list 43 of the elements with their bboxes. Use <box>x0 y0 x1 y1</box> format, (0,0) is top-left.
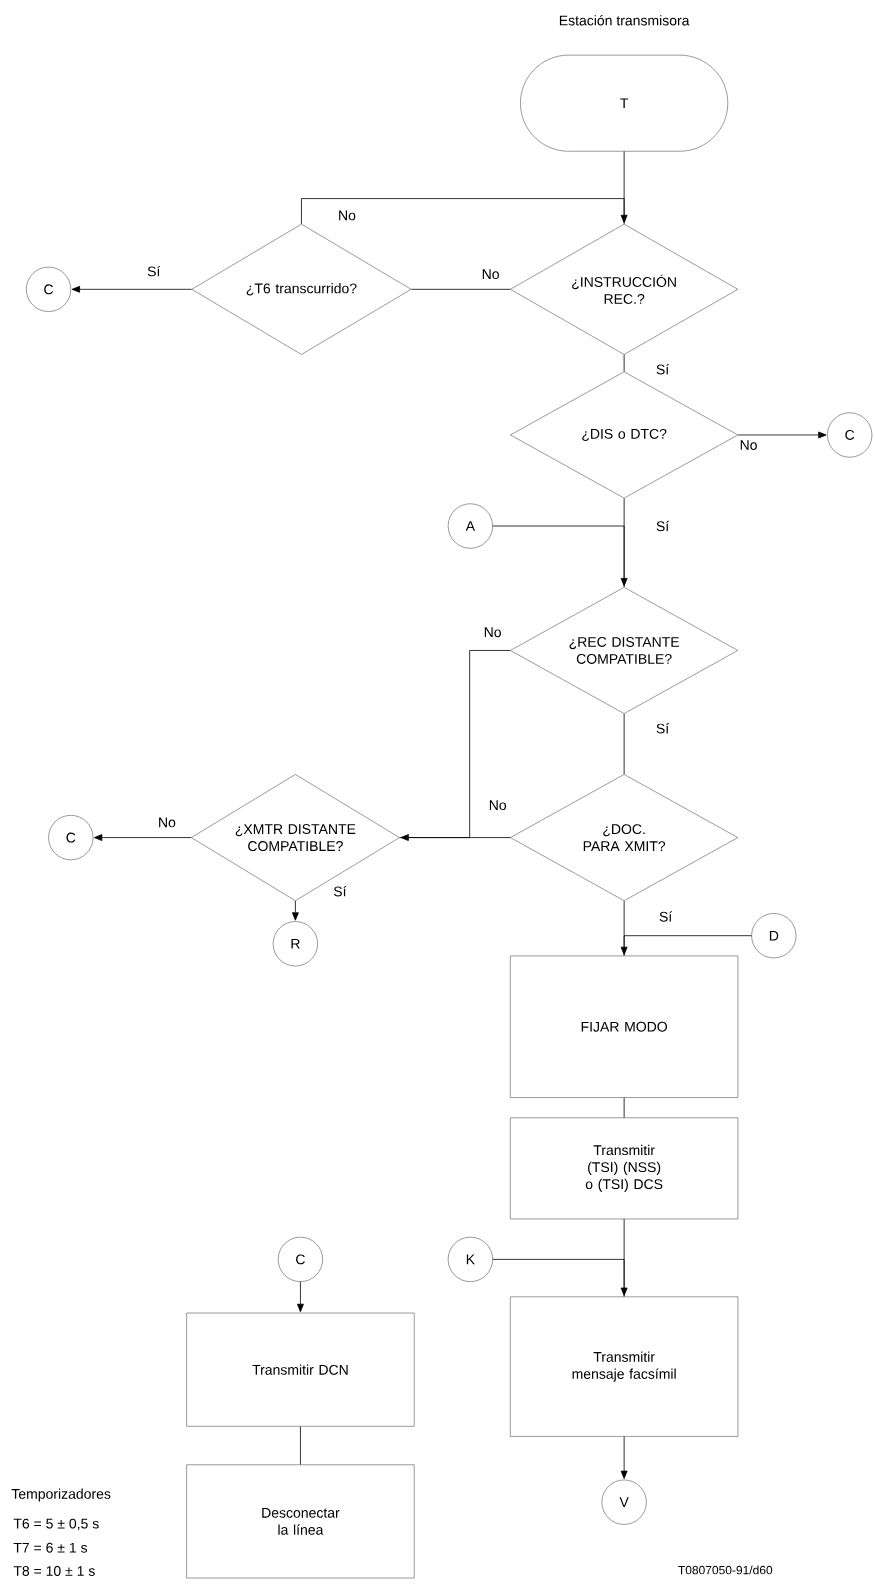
arrow <box>620 935 752 956</box>
edge-label: No <box>480 268 501 281</box>
edge-label: No <box>337 209 357 222</box>
process-box: FIJAR MODO <box>510 955 739 1098</box>
arrow <box>737 431 827 439</box>
edge-label: Sí <box>146 264 162 278</box>
connector-line <box>623 151 625 225</box>
connector-line <box>623 713 625 775</box>
arrow <box>620 1436 628 1479</box>
edge-label: Sí <box>654 519 671 533</box>
arrow <box>400 650 511 841</box>
connector-line <box>300 1426 301 1465</box>
connector-line <box>399 837 511 838</box>
connector-line <box>623 1097 625 1118</box>
arrow <box>291 900 299 921</box>
process-box: Desconectar la línea <box>186 1464 415 1579</box>
connector-line <box>411 288 511 290</box>
arrow <box>301 198 628 225</box>
edge-label: Sí <box>658 910 674 923</box>
arrow <box>71 285 192 293</box>
edge-label: No <box>482 626 503 639</box>
note-text: T8 = 10 ± 1 s <box>13 1566 95 1576</box>
connector-line <box>623 900 625 957</box>
figure-code: T0807050-91/d60 <box>678 1565 773 1575</box>
connector-line <box>623 1218 625 1298</box>
heading: Estación transmisora <box>559 15 690 26</box>
connector-line <box>623 498 625 588</box>
arrow <box>492 525 628 587</box>
arrow <box>492 1259 628 1296</box>
edge-label: No <box>738 439 759 451</box>
connector-line <box>623 354 625 372</box>
arrow <box>93 834 192 841</box>
edge-label: Sí <box>654 722 671 735</box>
edge-label: Sí <box>332 884 348 898</box>
edge-label: No <box>487 799 508 812</box>
edge-label: No <box>156 816 177 829</box>
process-box: Transmitir DCN <box>186 1312 415 1427</box>
note-text: T7 = 6 ± 1 s <box>13 1542 88 1553</box>
process-box: Transmitir (TSI) (NSS) o (TSI) DCS <box>510 1117 739 1220</box>
arrow <box>297 1281 304 1313</box>
note-text: Temporizadores <box>11 1488 111 1502</box>
note-text: T6 = 5 ± 0,5 s <box>13 1518 99 1531</box>
process-box: Transmitir mensaje facsímil <box>510 1296 739 1437</box>
